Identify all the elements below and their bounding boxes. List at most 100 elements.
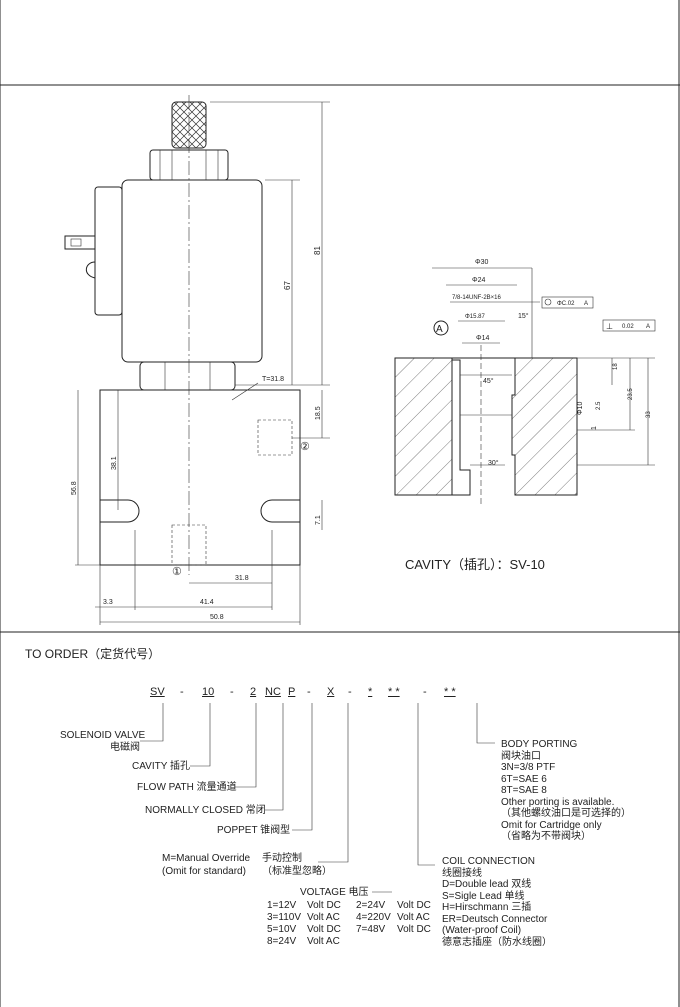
- drawing-text: T=31.8: [262, 376, 284, 383]
- drawing-text: H=Hirschmann 三插: [442, 902, 532, 913]
- poppet-label: POPPET 锥阀型: [217, 825, 291, 836]
- drawing-text: *: [368, 686, 373, 698]
- drawing-text: Other porting is available.: [501, 796, 615, 808]
- drawing-text: COIL CONNECTION: [442, 856, 535, 867]
- drawing-text: 7.1: [315, 515, 322, 525]
- cavity-caption: CAVITY（插孔）：SV-10: [405, 557, 545, 572]
- drawing-text: 31.8: [235, 575, 249, 582]
- drawing-text: ER=Deutsch Connector: [442, 913, 548, 925]
- drawing-text: BODY PORTING: [501, 739, 578, 750]
- drawing-text: 15°: [518, 312, 529, 320]
- drawing-text: -: [230, 686, 234, 698]
- drawing-text: 18.5: [315, 406, 322, 420]
- cavity-section-view: Φ30 Φ24 7/8-14UNF-2B×16 Φ15.87 Φ14 15° 4…: [394, 259, 656, 505]
- drawing-text: （其他螺纹油口是可选择的）: [501, 808, 631, 819]
- drawing-text: Volt DC: [397, 900, 431, 911]
- drawing-text: 1=12V: [267, 900, 297, 911]
- drawing-text: -: [307, 686, 311, 698]
- drawing-text: [356, 936, 397, 948]
- drawing-text: -: [180, 686, 184, 698]
- left-dimensions: 81 67 T=31.8 18.5 38.1 56.8 7.1 31.8 41.…: [71, 101, 330, 625]
- drawing-text: SOLENOID VALVE: [60, 730, 146, 741]
- drawing-text: Volt AC: [397, 912, 430, 923]
- drawing-text: Φ10: [577, 402, 584, 415]
- drawing-text: Volt DC: [397, 924, 431, 935]
- drawing-text: Omit for Cartridge only: [501, 819, 602, 831]
- flow-path-label: FLOW PATH 流量通道: [137, 782, 237, 793]
- drawing-text: 67: [283, 281, 292, 290]
- drawing-text: Φ30: [475, 259, 488, 266]
- drawing-text: 18: [613, 363, 619, 370]
- drawing-text: Φ24: [472, 277, 485, 284]
- drawing-text: A: [646, 324, 650, 330]
- drawing-text: 手动控制: [262, 853, 302, 864]
- drawing-text: 81: [313, 246, 322, 255]
- port-2-label: ②: [300, 441, 310, 453]
- drawing-text: （省略为不带阀块）: [501, 831, 591, 842]
- drawing-text: Volt AC: [307, 912, 340, 923]
- drawing-text: SV: [150, 686, 165, 698]
- drawing-text: Φ14: [476, 335, 489, 342]
- drawing-text: S=Sigle Lead 单线: [442, 890, 525, 902]
- drawing-text: 1: [591, 426, 598, 430]
- drawing-text: Volt DC: [307, 900, 341, 911]
- valve-side-view: ② ①: [64, 95, 310, 578]
- drawing-text: （标准型忽略）: [262, 866, 332, 877]
- drawing-text: 30°: [488, 459, 499, 467]
- drawing-text: 5=10V: [267, 924, 297, 935]
- drawing-text: -: [423, 686, 427, 698]
- drawing-text: 0.02: [622, 324, 634, 330]
- drawing-text: [397, 936, 437, 948]
- drawing-text: * *: [444, 686, 456, 698]
- drawing-text: 2=24V: [356, 900, 386, 911]
- drawing-text: 2.5: [596, 401, 602, 410]
- drawing-text: 41.4: [200, 599, 214, 606]
- drawing-text: 10: [202, 686, 215, 698]
- port-1-label: ①: [172, 566, 182, 578]
- drawing-text: 23.5: [628, 388, 634, 400]
- drawing-text: 线圈接线: [442, 867, 482, 879]
- drawing-text: (Omit for standard): [162, 866, 246, 877]
- drawing-text: 7/8-14UNF-2B×16: [452, 295, 502, 301]
- drawing-text: Φ15.87: [465, 314, 485, 320]
- drawing-text: NC: [265, 686, 281, 698]
- drawing-text: 33: [646, 411, 652, 418]
- manual-override-label: M=Manual Override (Omit for standard): [162, 852, 250, 878]
- drawing-text: 8=24V: [267, 936, 297, 947]
- drawing-text: 3N=3/8 PTF: [501, 762, 556, 773]
- drawing-text: * *: [388, 686, 400, 698]
- drawing-text: 3.3: [103, 599, 113, 606]
- drawing-text: Volt AC: [307, 936, 340, 947]
- drawing-text: M=Manual Override: [162, 853, 251, 864]
- drawing-text: -: [348, 686, 352, 698]
- drawing-text: 8T=SAE 8: [501, 785, 547, 796]
- order-title: TO ORDER（定货代号）: [25, 647, 161, 661]
- cavity-label: CAVITY 插孔: [132, 761, 190, 772]
- drawing-text: A: [584, 301, 588, 307]
- voltage-table: 1=12V Volt DC 2=24V Volt DC 3=110V Volt AC 4=…: [267, 900, 437, 948]
- manual-override-cn: 手动控制 （标准型忽略）: [262, 852, 332, 878]
- drawing-text: 50.8: [210, 614, 224, 621]
- drawing-text: Volt DC: [307, 924, 341, 935]
- drawing-text: X: [327, 686, 335, 698]
- drawing-text: ⊥: [606, 322, 613, 331]
- drawing-text: (Water-proof Coil): [442, 925, 522, 936]
- drawing-text: 4=220V: [356, 912, 391, 923]
- drawing-text: 45°: [483, 377, 494, 385]
- drawing-text: 38.1: [111, 456, 118, 470]
- drawing-text: 德意志插座（防水线圈）: [442, 936, 552, 948]
- drawing-text: 电磁阀: [110, 742, 140, 753]
- drawing-text: D=Double lead 双线: [442, 879, 532, 890]
- drawing-text: P: [288, 686, 296, 698]
- drawing-text: 7=48V: [356, 924, 386, 935]
- drawing-text: 3=110V: [267, 912, 302, 923]
- drawing-text: A: [436, 324, 443, 335]
- normally-closed-label: NORMALLY CLOSED 常闭: [145, 805, 266, 816]
- voltage-title: VOLTAGE 电压: [300, 887, 369, 898]
- drawing-text: 6T=SAE 6: [501, 773, 547, 785]
